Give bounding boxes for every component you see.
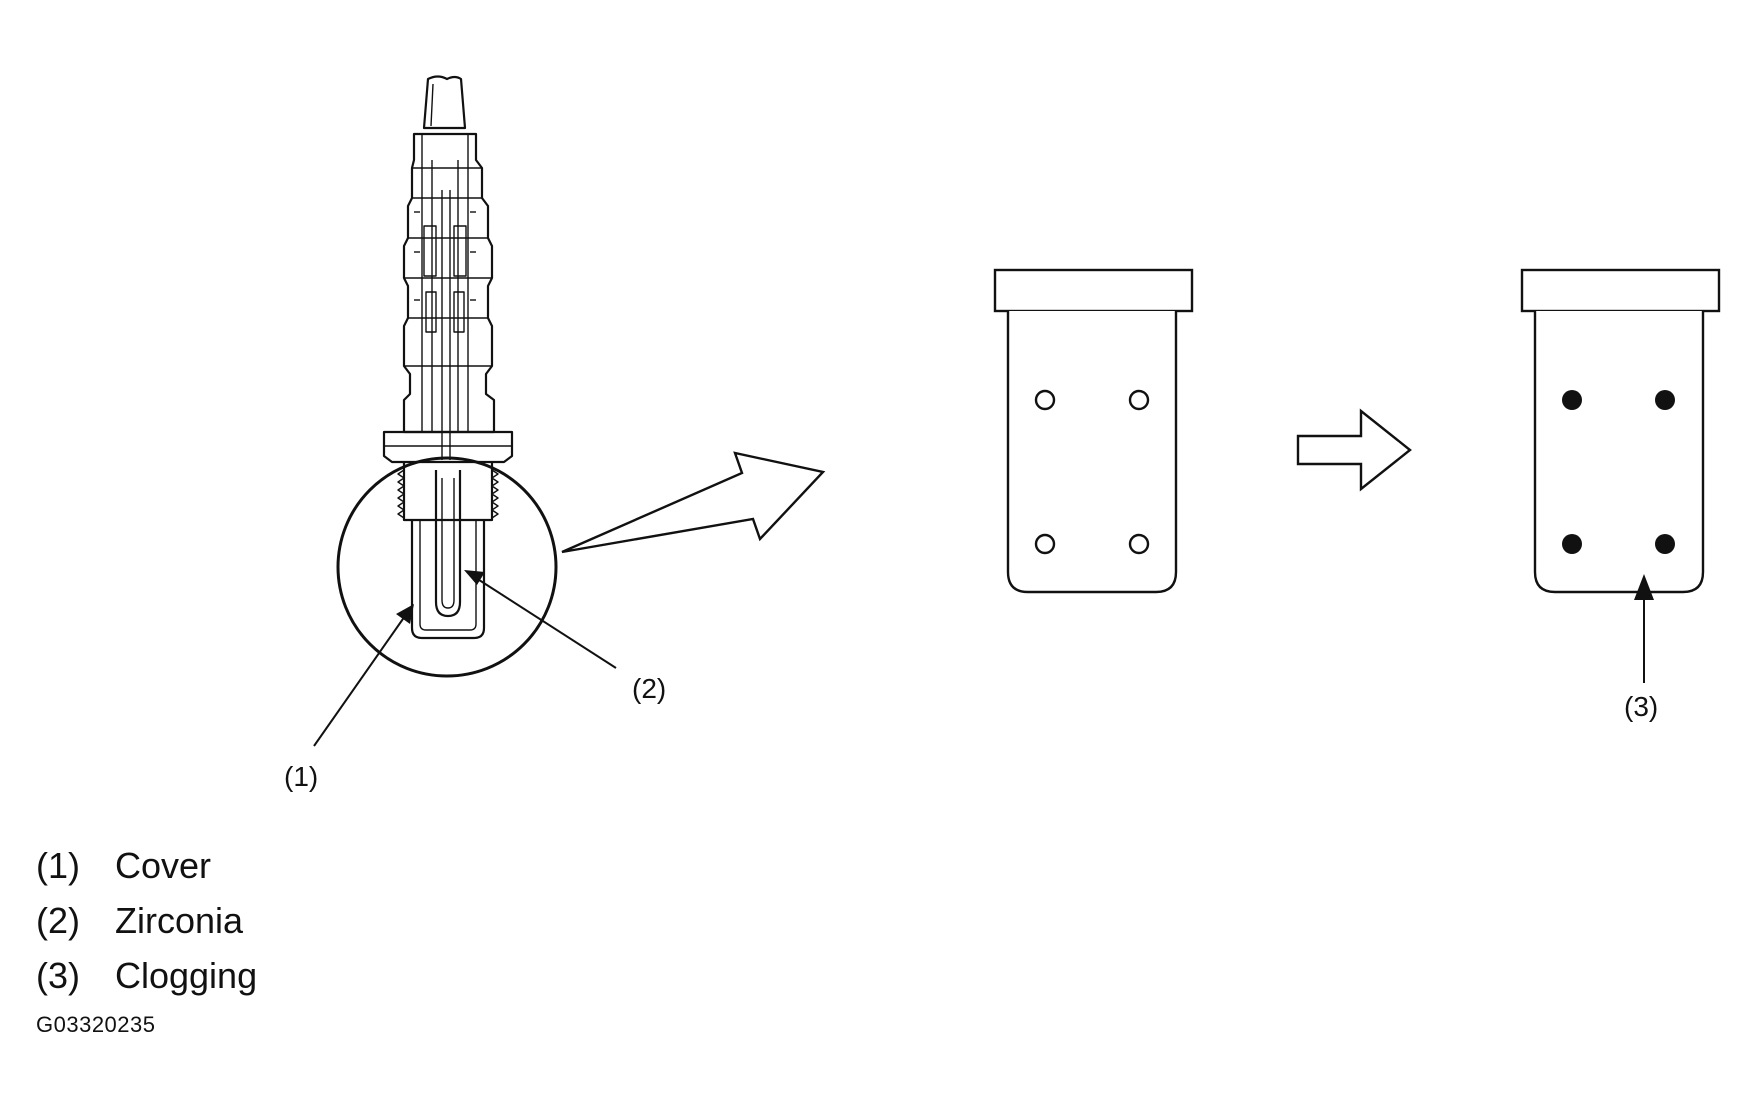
legend-label: Zirconia xyxy=(115,900,244,941)
sensor-cable xyxy=(422,75,467,130)
clean-hole xyxy=(1128,389,1150,411)
clogged-cover xyxy=(1520,268,1721,594)
clogging-pointer-arrowhead xyxy=(1634,574,1654,600)
clogged-cover-cap xyxy=(1520,268,1721,313)
legend-label: Clogging xyxy=(115,955,258,996)
detail-arrow xyxy=(561,451,826,554)
legend-item: (3) Clogging xyxy=(36,948,257,1003)
clean-cover-body xyxy=(1006,311,1178,594)
legend-item: (2) Zirconia xyxy=(36,893,257,948)
oxygen-sensor xyxy=(382,75,514,640)
cover-pointer-arrowhead xyxy=(396,604,414,624)
sensor-threads xyxy=(402,462,494,522)
clogged-hole xyxy=(1655,534,1675,554)
clean-hole xyxy=(1034,533,1056,555)
legend: (1) Cover (2) Zirconia (3) Clogging xyxy=(36,838,257,1003)
legend-number: (3) xyxy=(36,955,80,996)
sensor-upper-body xyxy=(402,132,496,434)
transition-arrow xyxy=(1296,408,1412,492)
clogged-cover-body xyxy=(1533,311,1705,594)
legend-label: Cover xyxy=(115,845,212,886)
clean-hole xyxy=(1034,389,1056,411)
clean-cover-cap xyxy=(993,268,1194,313)
callout-label-zirconia: (2) xyxy=(632,673,666,704)
detail-circle xyxy=(336,456,558,678)
callout-label-cover: (1) xyxy=(284,761,318,792)
callout-label-clogging: (3) xyxy=(1624,691,1658,722)
zirconia-pointer-arrowhead xyxy=(464,570,485,585)
clean-hole xyxy=(1128,533,1150,555)
sensor-hex-nut xyxy=(382,430,514,464)
sensor-zirconia-element xyxy=(434,470,462,618)
legend-item: (1) Cover xyxy=(36,838,257,893)
sensor-internals xyxy=(404,134,492,460)
clogged-hole xyxy=(1655,390,1675,410)
legend-number: (1) xyxy=(36,845,80,886)
legend-number: (2) xyxy=(36,900,80,941)
clogged-hole xyxy=(1562,534,1582,554)
clogged-hole xyxy=(1562,390,1582,410)
clean-cover xyxy=(993,268,1194,594)
figure-code: G03320235 xyxy=(36,1012,156,1037)
sensor-cover xyxy=(410,520,486,640)
